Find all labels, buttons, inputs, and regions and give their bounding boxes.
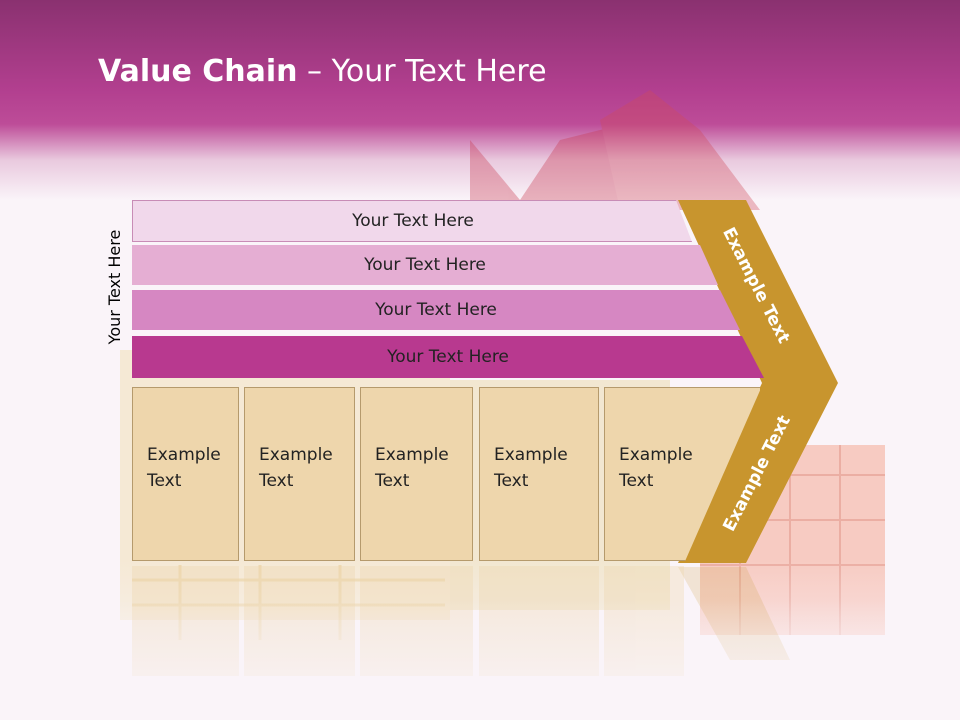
box-line-2: Text — [619, 471, 654, 491]
box-line-1: Example — [147, 445, 221, 465]
primary-activity-box-1: Example Text — [132, 387, 239, 561]
box-line-1: Example — [619, 445, 693, 465]
support-bar-label: Your Text Here — [352, 211, 474, 231]
support-bar-4: Your Text Here — [132, 336, 764, 378]
support-bar-label: Your Text Here — [375, 300, 497, 320]
bow-shape — [470, 90, 760, 210]
box-line-2: Text — [147, 471, 182, 491]
primary-activity-box-4: Example Text — [479, 387, 599, 561]
box-line-2: Text — [375, 471, 410, 491]
title-rest: – Your Text Here — [297, 54, 547, 89]
box-line-1: Example — [259, 445, 333, 465]
slide-title: Value Chain – Your Text Here — [98, 54, 547, 89]
support-bar-1: Your Text Here — [132, 200, 692, 242]
support-bar-3: Your Text Here — [132, 290, 740, 330]
header-band — [0, 0, 960, 200]
primary-activity-box-3: Example Text — [360, 387, 473, 561]
support-bar-label: Your Text Here — [364, 255, 486, 275]
primary-activity-box-2: Example Text — [244, 387, 355, 561]
support-bar-2: Your Text Here — [132, 245, 718, 285]
box-line-1: Example — [375, 445, 449, 465]
box-line-2: Text — [259, 471, 294, 491]
box-line-1: Example — [494, 445, 568, 465]
value-chain-chevron — [678, 200, 838, 563]
title-bold: Value Chain — [98, 54, 298, 89]
box-line-2: Text — [494, 471, 529, 491]
support-bar-label: Your Text Here — [387, 347, 509, 367]
